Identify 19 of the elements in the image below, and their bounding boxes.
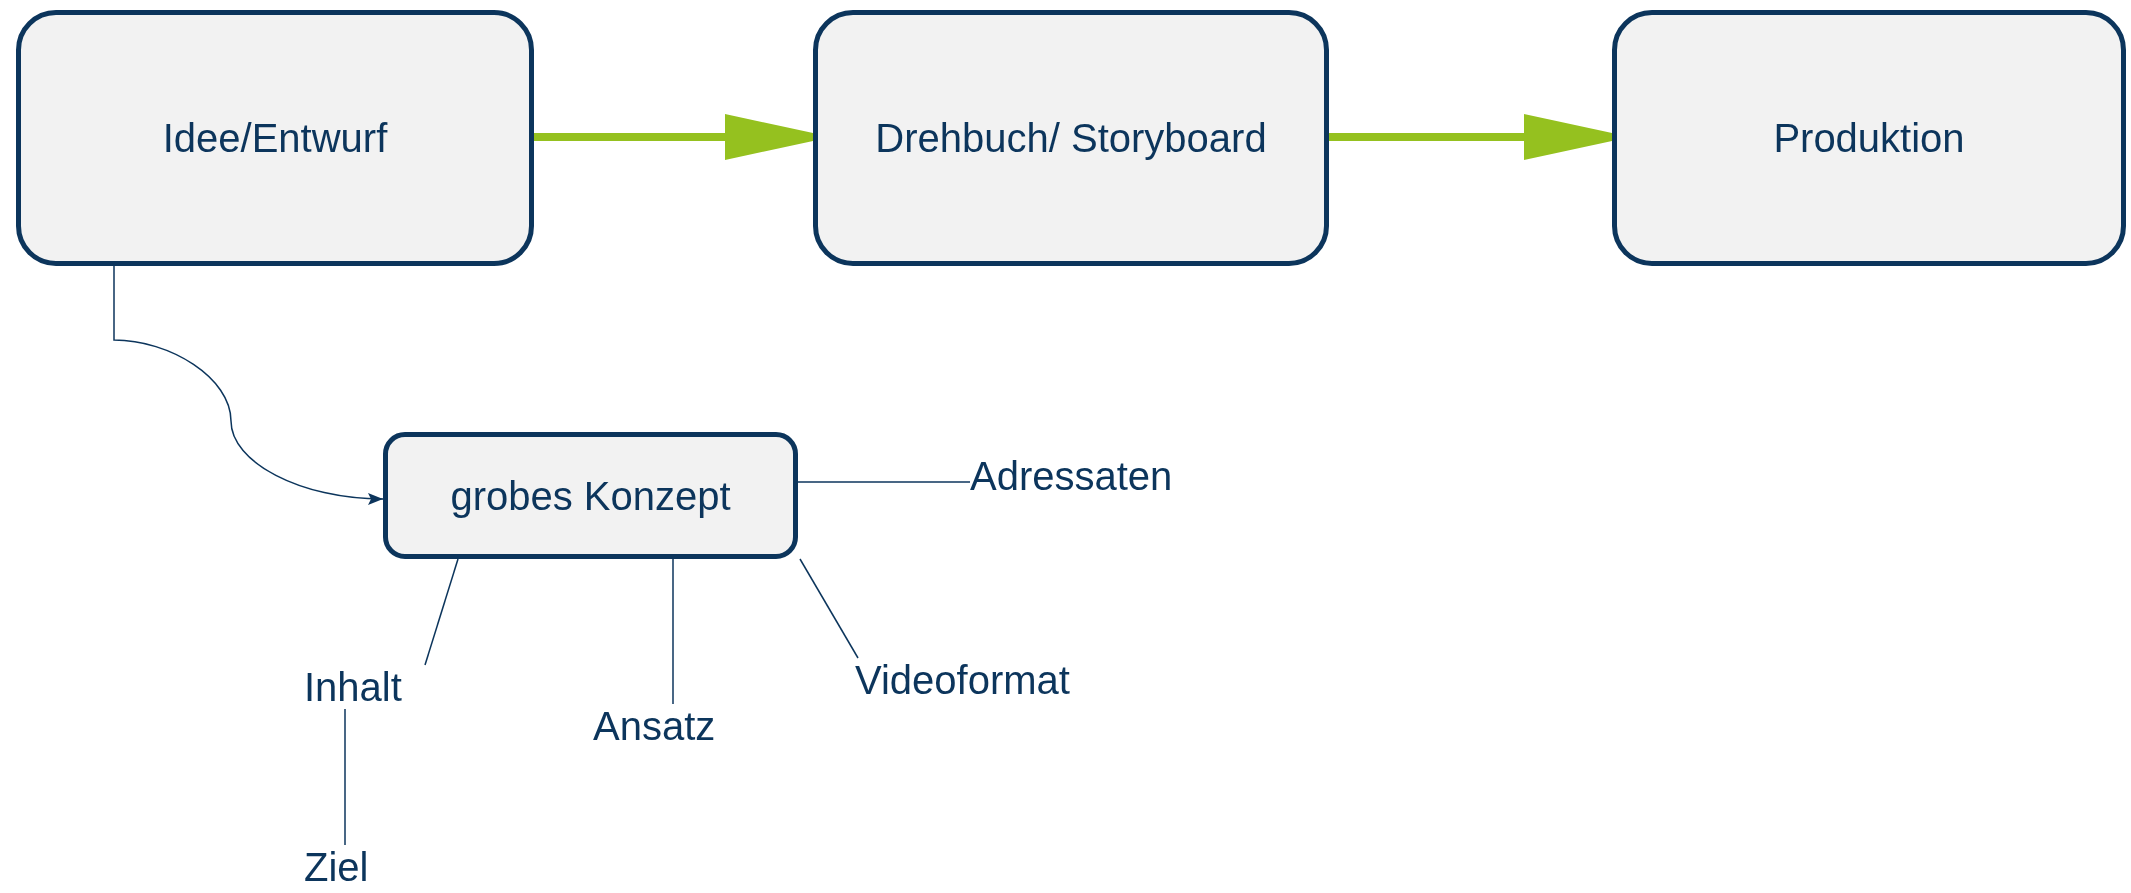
process-box: [1612, 10, 2126, 266]
node-label: Idee/Entwurf: [162, 115, 388, 161]
process-box: [813, 10, 1329, 266]
connector-line: [797, 481, 971, 483]
node-label: Produktion: [1773, 115, 1965, 161]
text-label: Videoformat: [855, 658, 1070, 702]
text-label: Inhalt: [304, 665, 402, 709]
node-label: grobes Konzept: [450, 472, 731, 519]
connector-line: [344, 708, 346, 846]
connector-line: [672, 558, 674, 705]
arrow: [113, 265, 384, 505]
node-label: Drehbuch/ Storyboard: [875, 115, 1267, 161]
connector-line: [799, 558, 859, 659]
process-box: [16, 10, 534, 266]
connector-line: [424, 558, 459, 666]
text-label: Ziel: [304, 845, 369, 889]
process-box: [383, 432, 798, 559]
text-label: Ansatz: [593, 704, 716, 748]
text-label: Adressaten: [970, 454, 1173, 498]
